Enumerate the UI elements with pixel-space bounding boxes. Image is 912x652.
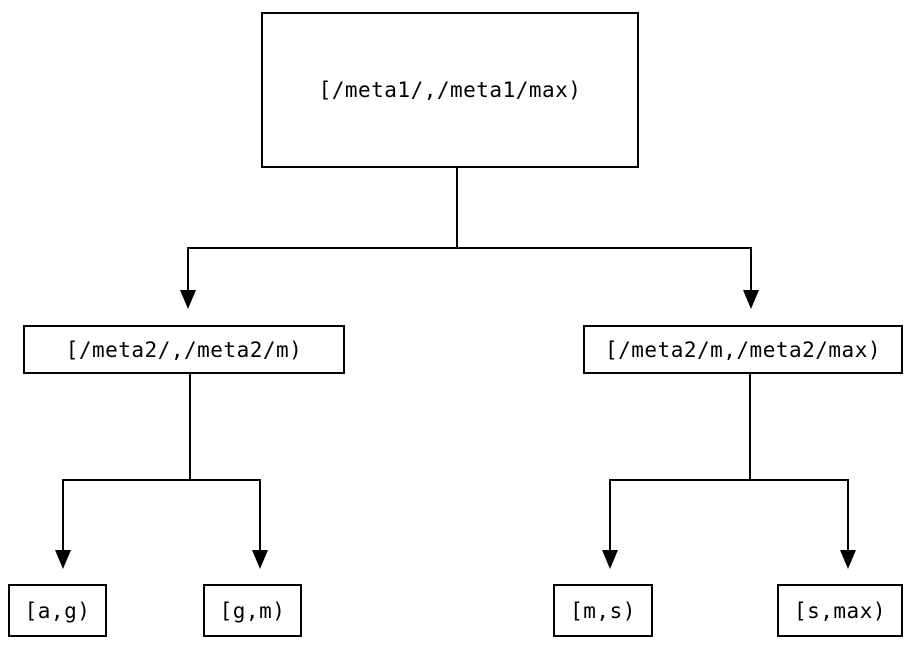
node-leaf-ag: [a,g) <box>8 584 107 637</box>
node-leaf-gm-label: [g,m) <box>219 598 286 623</box>
arrowhead-down-icon <box>180 290 196 309</box>
node-right-label: [/meta2/m,/meta2/max) <box>604 337 881 362</box>
node-left-label: [/meta2/,/meta2/m) <box>65 337 303 362</box>
arrowhead-down-icon <box>743 290 759 309</box>
arrowhead-down-icon <box>55 550 71 569</box>
node-root-label: [/meta1/,/meta1/max) <box>318 78 582 102</box>
arrowhead-down-icon <box>602 550 618 569</box>
arrowhead-down-icon <box>252 550 268 569</box>
node-left-interval: [/meta2/,/meta2/m) <box>23 325 345 374</box>
node-leaf-smax-label: [s,max) <box>793 598 886 623</box>
arrowhead-down-icon <box>840 550 856 569</box>
node-leaf-gm: [g,m) <box>203 584 302 637</box>
node-leaf-ag-label: [a,g) <box>24 598 91 623</box>
node-right-interval: [/meta2/m,/meta2/max) <box>583 325 903 374</box>
node-leaf-smax: [s,max) <box>777 584 903 637</box>
node-leaf-ms-label: [m,s) <box>570 598 636 623</box>
node-root-interval: [/meta1/,/meta1/max) <box>261 12 639 168</box>
node-leaf-ms: [m,s) <box>553 584 653 637</box>
